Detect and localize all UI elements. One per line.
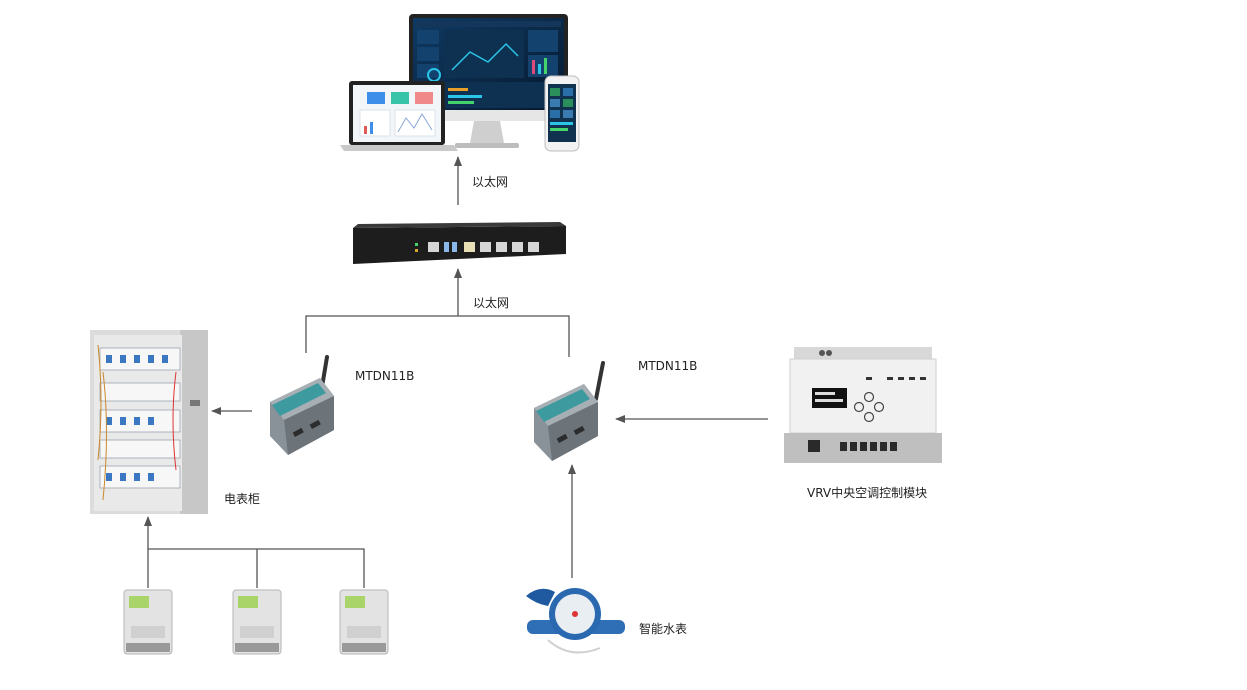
electric-meter-1-icon <box>123 589 173 655</box>
electric-meter-2-icon <box>232 589 282 655</box>
vrv-module-icon <box>784 347 942 463</box>
label-water-meter: 智能水表 <box>639 621 687 636</box>
bus-meters <box>147 548 365 588</box>
gateway-right-icon <box>534 361 605 461</box>
laptop-icon <box>340 81 458 151</box>
electric-meter-3-icon <box>339 589 389 655</box>
router-icon <box>353 222 566 264</box>
label-gateway-left: MTDN11B <box>355 369 414 383</box>
water-meter-icon <box>526 588 625 654</box>
label-ethernet-top: 以太网 <box>472 174 508 189</box>
label-ethernet-mid: 以太网 <box>473 295 509 310</box>
gateway-left-icon <box>270 355 334 455</box>
label-meter-cabinet: 电表柜 <box>224 492 260 506</box>
label-gateway-right: MTDN11B <box>638 359 697 373</box>
display-devices <box>340 14 580 152</box>
label-vrv-module: VRV中央空调控制模块 <box>807 485 927 500</box>
phone-icon <box>544 75 580 152</box>
monitor-icon <box>409 14 568 148</box>
bus-gateways-to-router <box>305 315 570 357</box>
connector-lines <box>144 156 768 588</box>
meter-cabinet-icon <box>90 330 208 514</box>
